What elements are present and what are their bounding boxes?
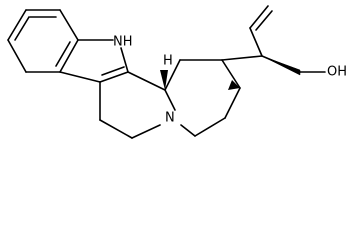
ring-n-label: N	[165, 111, 175, 126]
pyrrole-ring	[59, 39, 129, 83]
side-chain	[221, 5, 326, 76]
right-ring	[164, 59, 241, 137]
hydroxyl-label: OH	[327, 65, 347, 80]
bridge-h-label: H	[163, 54, 173, 69]
molecule-structure: NH H N OH	[7, 5, 347, 139]
benzene-ring	[7, 9, 79, 73]
stereo-wedges	[160, 70, 240, 90]
indole-nh-label: NH	[113, 35, 133, 50]
middle-ring	[99, 71, 176, 139]
